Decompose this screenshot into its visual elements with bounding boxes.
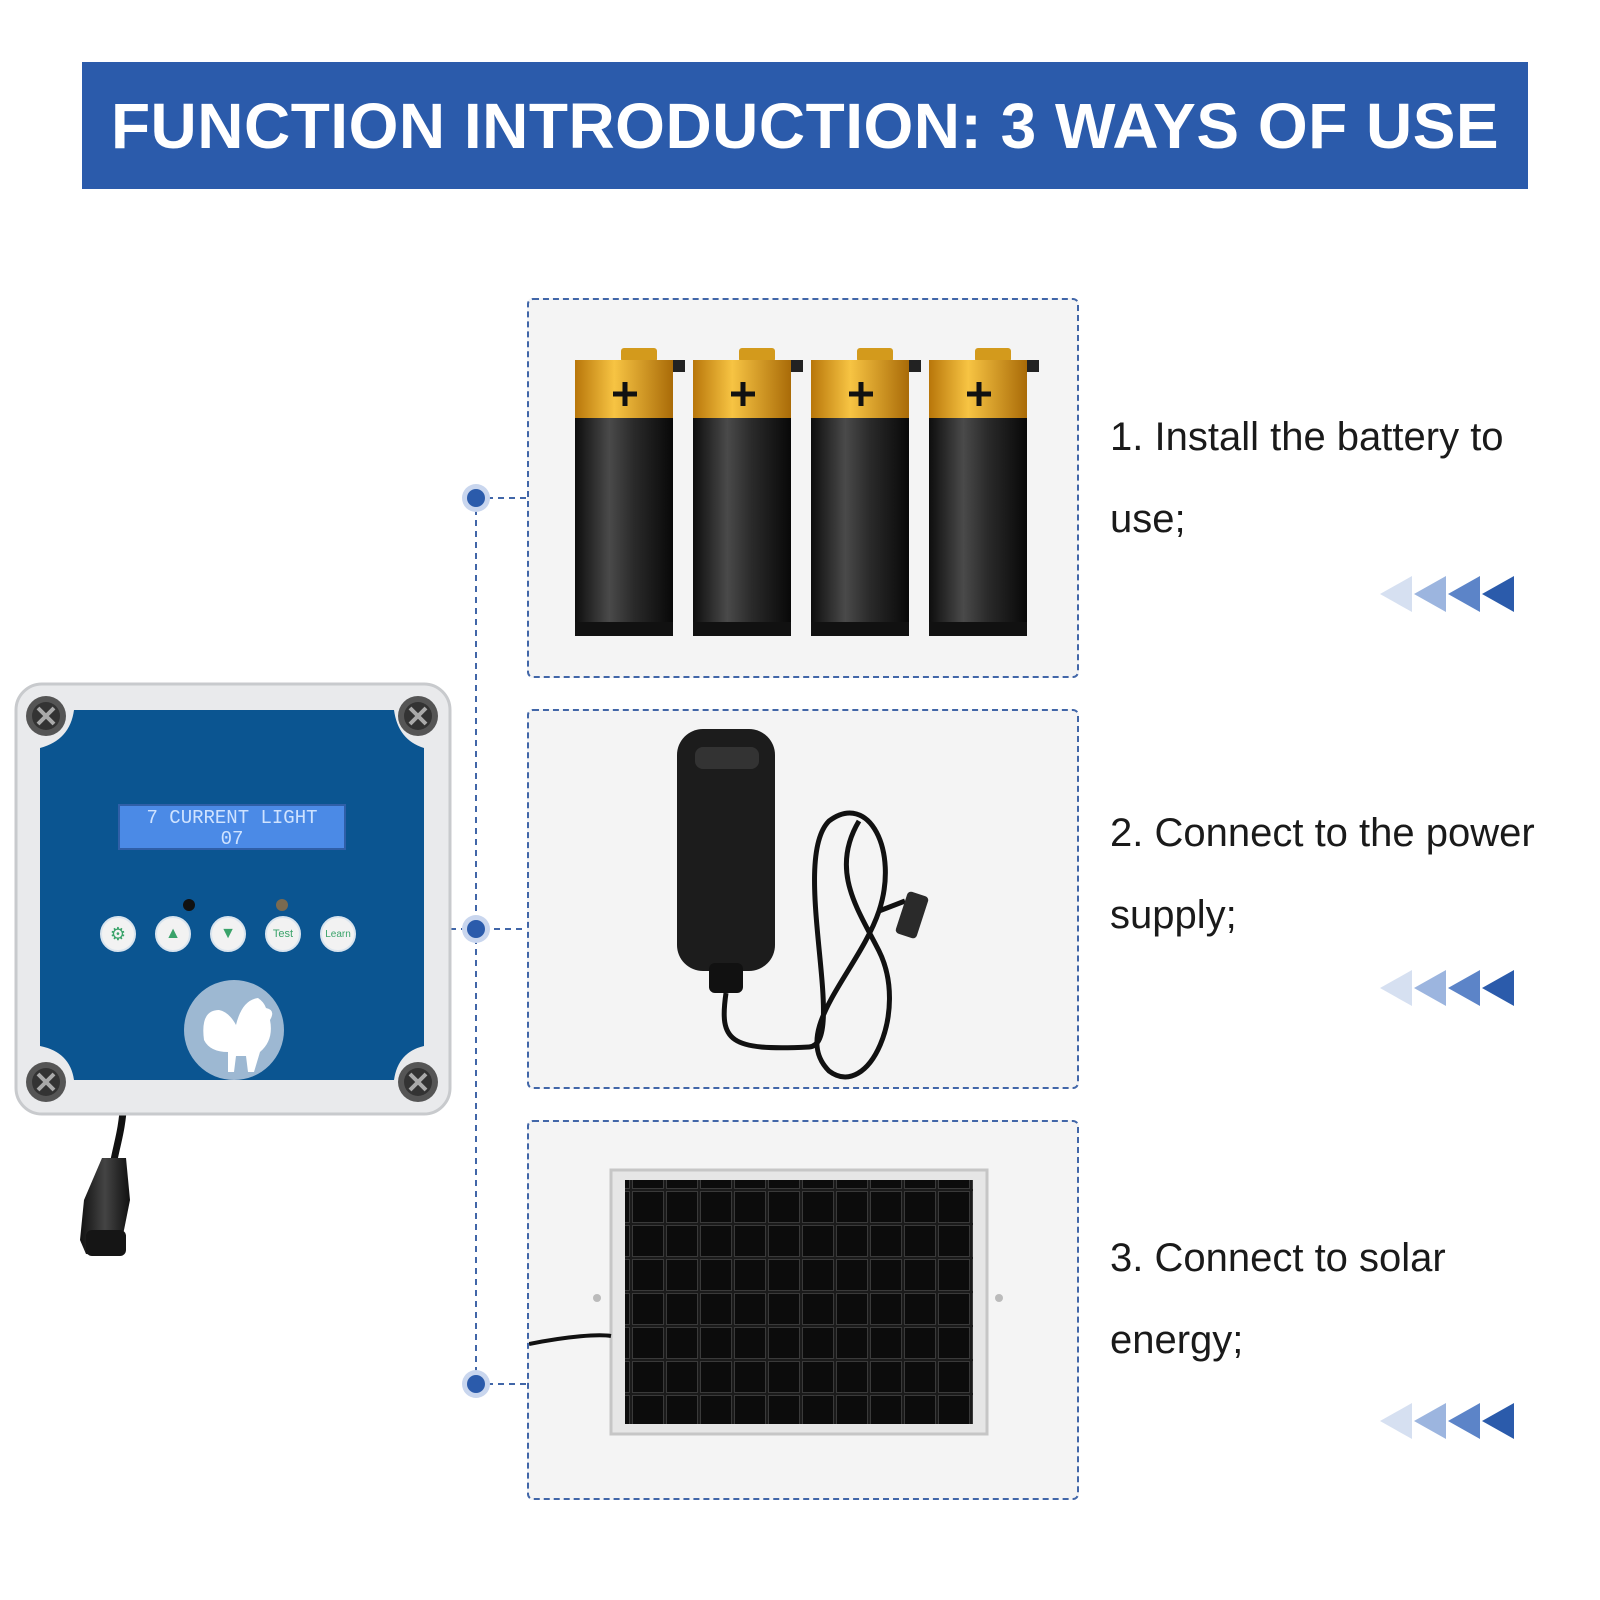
method-2-description: 2. Connect to the power supply; [1110,792,1590,956]
method-2-line-2: supply; [1110,893,1237,937]
screw-icon [398,696,438,736]
power-adapter-panel [527,709,1079,1089]
down-button[interactable]: ▼ [210,916,246,952]
screw-icon [398,1062,438,1102]
method-1-description: 1. Install the battery to use; [1110,396,1590,560]
connector-dot [462,484,490,512]
light-sensor [276,899,288,911]
title-banner: FUNCTION INTRODUCTION: 3 WAYS OF USE [82,62,1528,189]
test-button-label: Test [272,928,294,940]
method-1-line-2: use; [1110,497,1186,541]
page-title: FUNCTION INTRODUCTION: 3 WAYS OF USE [110,89,1500,162]
arrow-up-icon: ▲ [165,925,181,942]
rooster-icon [184,980,284,1080]
screw-icon [26,696,66,736]
connector-dot [462,915,490,943]
up-button[interactable]: ▲ [155,916,191,952]
connector-dot [462,1370,490,1398]
gear-icon: ⚙ [109,923,127,944]
lcd-line-1: 7 CURRENT LIGHT [146,807,318,829]
chevron-left-icon [1380,970,1514,1006]
method-3-line-2: energy; [1110,1318,1244,1362]
method-2-line-1: 2. Connect to the power [1110,811,1535,855]
settings-button[interactable]: ⚙ [100,916,136,952]
controller-device [14,682,452,1256]
method-3-description: 3. Connect to solar energy; [1110,1217,1590,1381]
chevron-left-icon [1380,1403,1514,1439]
solar-panel-icon [529,1168,1003,1436]
learn-button[interactable]: Learn [320,916,356,952]
battery-panel [527,298,1079,678]
method-3-line-1: 3. Connect to solar [1110,1236,1446,1280]
method-1-line-1: 1. Install the battery to [1110,415,1504,459]
solar-panel-panel [527,1120,1079,1500]
learn-button-label: Learn [325,928,351,940]
battery-icon [575,300,1079,678]
chevron-left-icon [1380,576,1514,612]
test-button[interactable]: Test [265,916,301,952]
lcd-line-2: 07 [220,828,244,850]
lcd-display: 7 CURRENT LIGHT 07 [118,804,346,850]
power-adapter-icon [677,729,929,1080]
screw-icon [26,1062,66,1102]
arrow-down-icon: ▼ [220,925,236,942]
indicator-led [183,899,195,911]
